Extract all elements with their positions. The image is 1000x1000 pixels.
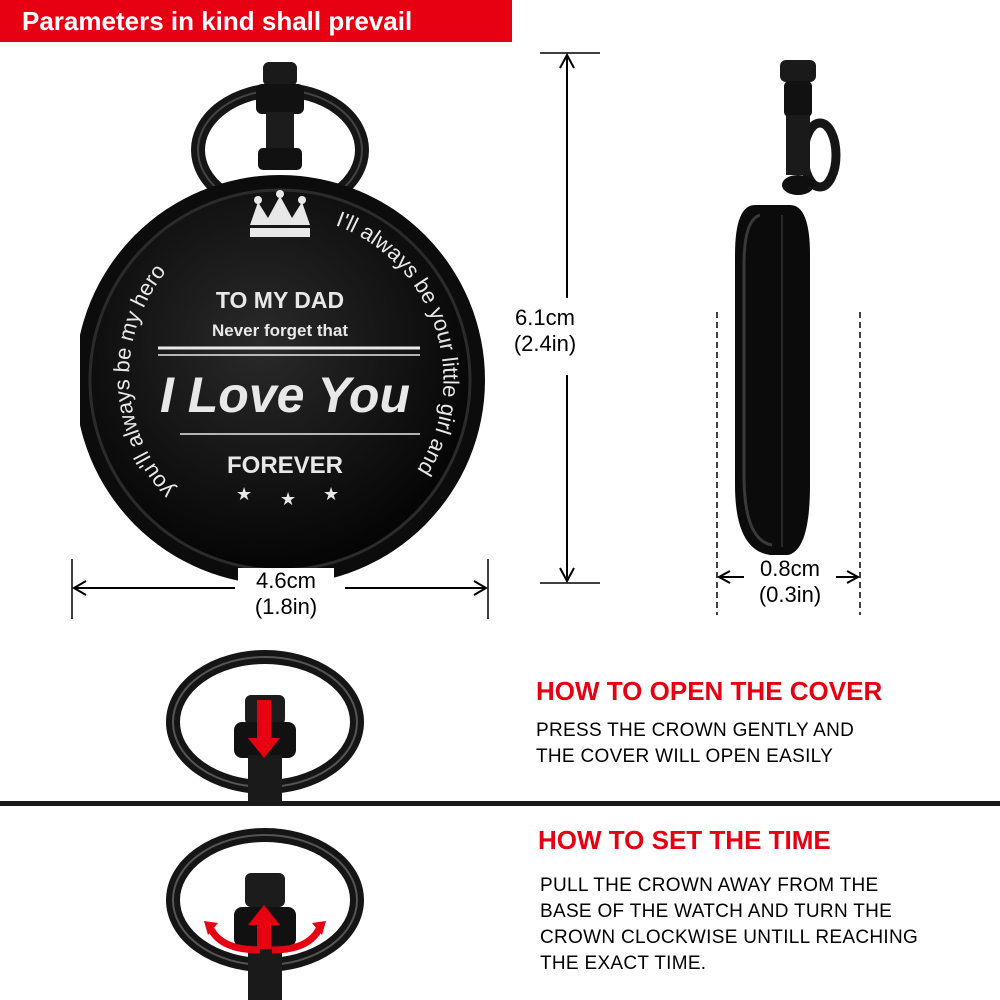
engraving-subtitle: Never forget that	[212, 321, 348, 340]
crown-emblem-icon	[250, 190, 310, 237]
width-imperial: (1.8in)	[254, 594, 318, 619]
width-dimension-line	[71, 559, 489, 619]
side-case	[735, 205, 810, 555]
width-label: 4.6cm (1.8in)	[238, 568, 334, 620]
set-time-instructions: PULL THE CROWN AWAY FROM THE BASE OF THE…	[540, 873, 918, 977]
watch-front-illustration: you'll always be my hero I'll always be …	[80, 62, 485, 585]
top-banner: Parameters in kind shall prevail	[0, 0, 512, 42]
thickness-metric: 0.8cm	[760, 556, 820, 581]
set-time-heading: HOW TO SET THE TIME	[538, 825, 831, 855]
pull-up-arrow-icon	[248, 905, 280, 949]
set-time-line-2: BASE OF THE WATCH AND TURN THE	[540, 901, 893, 922]
open-cover-line-2: THE COVER WILL OPEN EASILY	[536, 746, 834, 767]
engraving-title: TO MY DAD	[216, 287, 344, 313]
svg-text:★: ★	[280, 489, 296, 509]
svg-text:★: ★	[323, 484, 339, 504]
thickness-label: 0.8cm (0.3in)	[744, 556, 836, 608]
height-label: 6.1cm (2.4in)	[500, 305, 590, 357]
set-time-line-4: THE EXACT TIME.	[540, 953, 707, 974]
section-divider	[0, 801, 1000, 806]
open-cover-heading: HOW TO OPEN THE COVER	[536, 676, 883, 706]
svg-text:★: ★	[236, 484, 252, 504]
thickness-dimension-line	[716, 312, 861, 615]
star-icons: ★ ★ ★	[236, 484, 339, 509]
height-dimension-line	[540, 52, 600, 584]
width-metric: 4.6cm	[256, 568, 316, 593]
rotate-arrow-icon	[206, 925, 324, 954]
watch-side-illustration	[735, 60, 841, 555]
press-down-arrow-icon	[248, 700, 280, 758]
thickness-imperial: (0.3in)	[758, 582, 822, 607]
height-metric: 6.1cm	[515, 305, 575, 330]
set-time-line-3: CROWN CLOCKWISE UNTILL REACHING	[540, 927, 919, 948]
engraving-main: I Love You	[160, 367, 410, 423]
height-imperial: (2.4in)	[513, 331, 577, 356]
set-time-illustration	[166, 828, 364, 1000]
set-time-line-1: PULL THE CROWN AWAY FROM THE	[540, 875, 879, 896]
open-cover-illustration	[166, 650, 364, 802]
engraving-footer: FOREVER	[227, 452, 343, 479]
open-cover-instructions: PRESS THE CROWN GENTLY AND THE COVER WIL…	[536, 718, 854, 770]
open-cover-line-1: PRESS THE CROWN GENTLY AND	[536, 720, 855, 741]
crown	[263, 62, 297, 86]
